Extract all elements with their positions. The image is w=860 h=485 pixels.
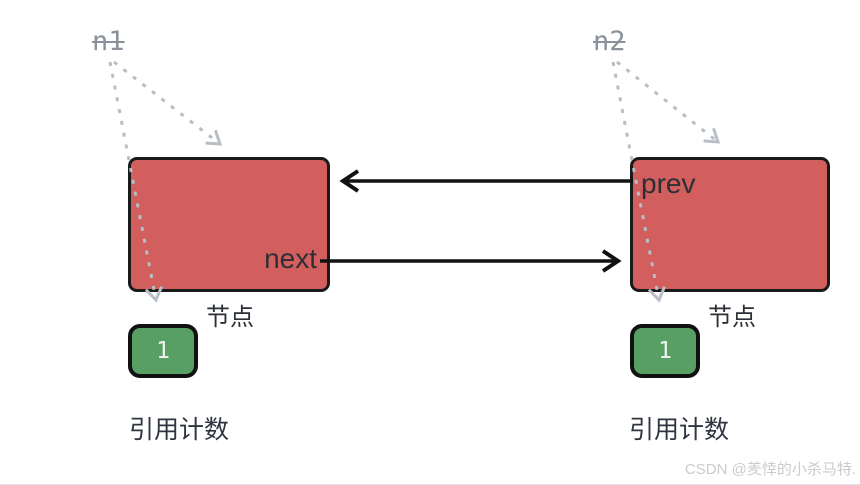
right-refcount-box: 1 (630, 324, 700, 378)
left-refcount-value: 1 (156, 338, 170, 364)
left-refcount-caption: 引用计数 (129, 416, 230, 444)
left-node-next-pointer-label: next (264, 243, 317, 274)
right-refcount-caption: 引用计数 (629, 416, 730, 444)
right-node-box: prev (630, 157, 830, 292)
right-node-prev-pointer-label: prev (641, 168, 696, 199)
left-refcount-box: 1 (128, 324, 198, 378)
n1-to-node-dashed-arrow (113, 60, 223, 146)
left-node-caption: 节点 (206, 304, 254, 331)
csdn-watermark: CSDN @羑悻的小杀马特. (684, 461, 856, 478)
left-node-box: next (128, 157, 330, 292)
n2-to-node-dashed-arrow (616, 60, 721, 144)
right-refcount-value: 1 (658, 338, 672, 364)
right-node-caption: 节点 (708, 304, 756, 331)
var-label-n1: n1 (92, 26, 125, 57)
var-label-n2: n2 (593, 26, 626, 57)
